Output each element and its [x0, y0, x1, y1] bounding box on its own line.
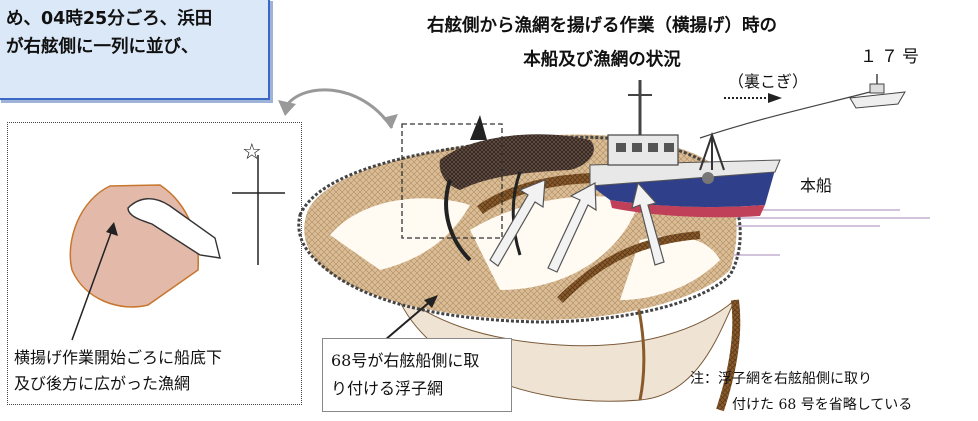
- inset-vessel: [127, 198, 221, 259]
- diagram-title-line-1: 右舷側から漁網を揚げる作業（横揚げ）時の: [427, 16, 777, 36]
- main-vessel-label: 本船: [800, 176, 833, 195]
- zoom-curved-arrow: [283, 88, 394, 129]
- haul-arrows: [489, 179, 665, 273]
- float-rope-caption-box: 68号が右舷船側に取 り付ける浮子網: [322, 338, 512, 412]
- other-vessel-label: １７号: [860, 47, 923, 67]
- inset-caption-line-1: 横揚げ作業開始ごろに船底下: [14, 348, 223, 367]
- context-line-2: が右舷側に一列に並び、: [6, 37, 199, 57]
- hauled-net: [439, 134, 594, 190]
- diagram-title-line-2: 本船及び漁網の状況: [523, 50, 681, 70]
- note-line-2: 付けた 68 号を省略している: [732, 397, 913, 413]
- context-line-1: め、04時25分ごろ、浜田: [6, 9, 213, 29]
- net-lower-strand: [716, 299, 741, 412]
- context-text-box: め、04時25分ごろ、浜田 が右舷側に一列に並び、: [0, 0, 270, 100]
- inset-pointer-arrow: [71, 229, 113, 341]
- compass-marker: [232, 155, 285, 265]
- note-line-1: 注：浮子網を右舷船側に取り: [690, 371, 872, 387]
- backing-label: （裏こぎ）: [728, 72, 809, 91]
- inset-caption-line-2: 及び後方に広がった漁網: [14, 374, 191, 393]
- detail-inset: [7, 122, 302, 405]
- float-caption-line-2: り付ける浮子網: [331, 379, 444, 398]
- float-rope-pointer-arrow: [384, 299, 433, 341]
- other-vessel-tow-line: [699, 91, 871, 139]
- focus-dashed-box: [401, 123, 503, 239]
- north-star-icon: ☆: [242, 140, 262, 165]
- float-caption-line-1: 68号が右舷船側に取: [331, 351, 480, 370]
- other-vessel: [849, 91, 906, 109]
